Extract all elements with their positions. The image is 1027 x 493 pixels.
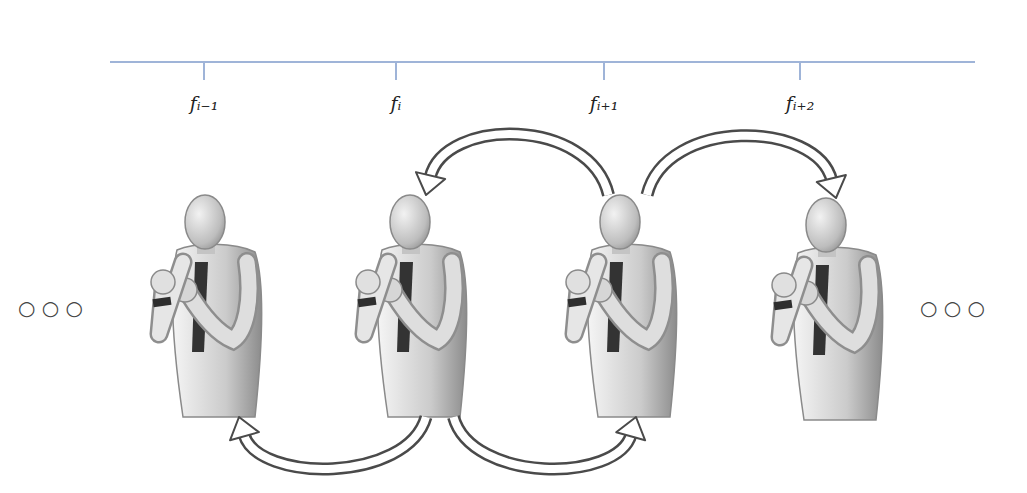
frame-label-holder: fᵢ₊₂ (786, 92, 815, 114)
timeline-tick (203, 62, 205, 80)
frame-node: fᵢ₋₁ (155, 195, 260, 417)
hollow-arrow (416, 134, 609, 195)
arrow-head (230, 417, 259, 440)
arrow-shaft (244, 417, 426, 469)
frame-node: fᵢ₊₁ (570, 195, 680, 417)
timeline-tick (799, 62, 801, 80)
arrow-shaft (647, 136, 832, 195)
human-figure (772, 198, 883, 420)
frame-label: fᵢ₋₁ (190, 92, 219, 114)
frame-label-holder: fᵢ₋₁ (190, 92, 219, 114)
frame-node: fᵢ₊₂ (770, 198, 890, 420)
human-figure (356, 195, 467, 417)
timeline-tick (603, 62, 605, 80)
ellipsis-mark: ○ ○ ○ (920, 296, 985, 320)
arrow-shaft (454, 417, 632, 469)
human-figure (566, 195, 677, 417)
frame-label: fᵢ (391, 92, 402, 114)
frame-label: fᵢ₊₂ (786, 92, 815, 114)
ellipsis-mark: ○ ○ ○ (18, 296, 83, 320)
arrow-head (616, 417, 645, 440)
frame-label-holder: fᵢ (391, 92, 402, 114)
hollow-arrow (454, 417, 646, 469)
arrow-shaft (430, 134, 608, 195)
hollow-arrow (647, 136, 846, 198)
arrow-shaft (647, 136, 832, 195)
frame-label-holder: fᵢ₊₁ (590, 92, 619, 114)
human-figure (151, 195, 262, 417)
hollow-arrow (230, 417, 426, 469)
frame-node: fᵢ (360, 195, 470, 417)
arrow-head (416, 172, 445, 195)
timeline (110, 61, 975, 63)
timeline-tick (395, 62, 397, 80)
arrow-shaft (244, 417, 426, 469)
arrow-shaft (430, 134, 608, 195)
arrow-head (817, 175, 846, 198)
frame-label: fᵢ₊₁ (590, 92, 619, 114)
arrow-shaft (454, 417, 632, 469)
